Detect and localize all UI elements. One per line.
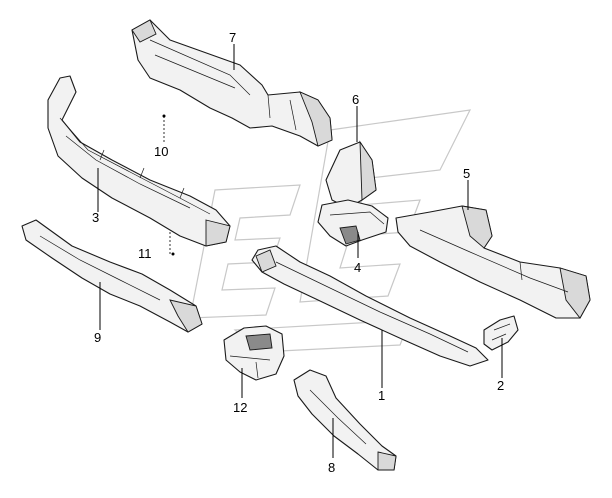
leader-lines [97, 44, 503, 458]
callout-9: 9 [94, 330, 101, 345]
part-1-center-lower-rail [251, 245, 489, 367]
part-7-upper-air-duct [131, 19, 333, 147]
callout-labels: 7 6 5 10 3 11 4 9 1 2 12 8 [92, 30, 504, 475]
part-6-vertical-connector [325, 140, 377, 209]
part-5-right-side-duct [395, 205, 591, 319]
part-3-left-vent-rail [47, 75, 231, 247]
part-9-left-floor-duct [21, 219, 203, 333]
part-2-bracket [483, 315, 519, 351]
callout-4: 4 [354, 260, 361, 275]
part-12-console-connector [223, 325, 285, 381]
callout-3: 3 [92, 210, 99, 225]
callout-2: 2 [497, 378, 504, 393]
part-4-distribution-box [317, 199, 389, 247]
callout-12: 12 [233, 400, 247, 415]
part-8-lower-floor-duct [293, 369, 397, 471]
callout-10: 10 [154, 144, 168, 159]
callout-1: 1 [378, 388, 385, 403]
callout-8: 8 [328, 460, 335, 475]
callout-5: 5 [463, 166, 470, 181]
callout-6: 6 [352, 92, 359, 107]
callout-11: 11 [138, 246, 152, 261]
callout-7: 7 [229, 30, 236, 45]
